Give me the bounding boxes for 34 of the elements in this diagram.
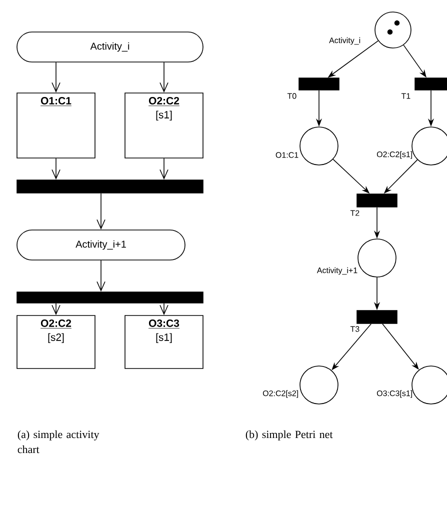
object-box: O1:C1 <box>16 92 96 158</box>
arrow <box>52 158 60 180</box>
sync-bar <box>16 180 204 194</box>
place-label: O2:C2[s1] <box>376 151 412 159</box>
sync-bar <box>16 292 204 304</box>
arrow <box>52 303 60 316</box>
place-label: O2:C2[s2] <box>262 390 298 398</box>
place-label: Activity_i <box>329 37 360 45</box>
arrow <box>52 62 60 93</box>
caption: (b) simple Petri net <box>246 430 333 440</box>
activity-node: Activity_i+1 <box>16 230 186 260</box>
place-circle <box>300 126 338 166</box>
arrow <box>160 62 168 93</box>
place-label: O1:C1 <box>276 152 298 158</box>
arrow <box>96 193 106 230</box>
place-label: T3 <box>350 326 360 332</box>
object-box: O2:C2 [s2] <box>16 315 96 369</box>
arrow <box>96 260 106 292</box>
transition-bar <box>356 310 398 324</box>
activity-node: Activity_i <box>16 32 204 62</box>
place-label: T1 <box>401 93 410 99</box>
transition-bar <box>414 78 447 90</box>
place-label: T2 <box>350 210 360 216</box>
caption: (a) simple activity chart <box>18 430 100 454</box>
place-label: Activity_i+1 <box>316 267 358 275</box>
object-box: O3:C3 [s1] <box>124 315 204 369</box>
place-circle <box>300 366 338 404</box>
place-circle <box>374 12 412 48</box>
place-circle <box>358 238 396 278</box>
place-label: O3:C3[s1] <box>376 390 412 398</box>
object-box: O2:C2 [s1] <box>124 92 204 158</box>
arrow <box>160 158 168 180</box>
place-label: T0 <box>287 93 296 99</box>
arrow <box>160 303 168 316</box>
